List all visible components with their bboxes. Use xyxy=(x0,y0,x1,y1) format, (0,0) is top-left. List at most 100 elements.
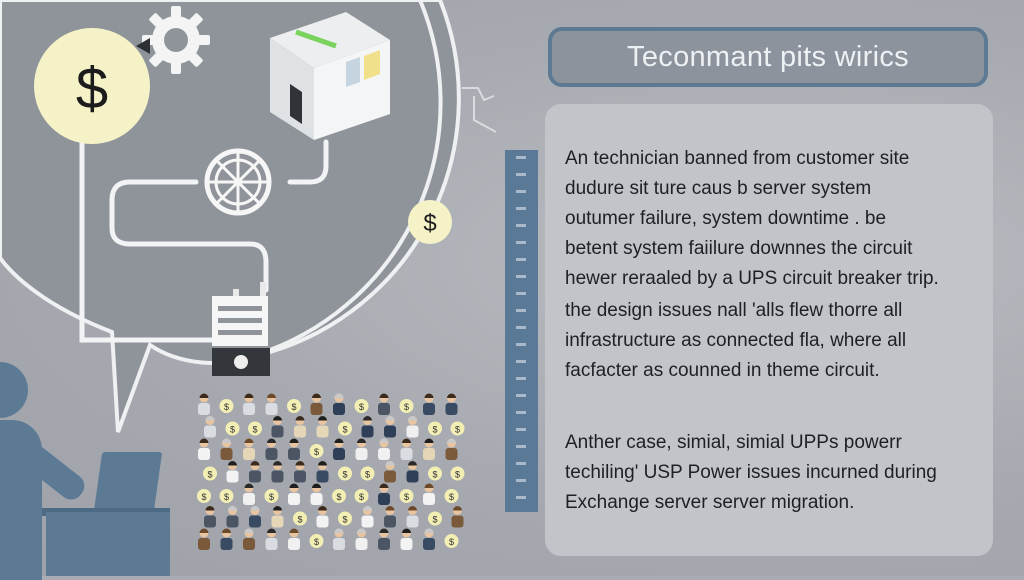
svg-text:$: $ xyxy=(449,492,454,502)
person-figure xyxy=(406,461,419,483)
coin-icon: $ xyxy=(264,489,279,503)
svg-text:$: $ xyxy=(336,492,341,502)
svg-text:$: $ xyxy=(230,425,235,435)
title-banner: Teconmant pits wirics xyxy=(548,27,988,87)
wire-glyph xyxy=(462,87,497,133)
svg-text:$: $ xyxy=(423,210,436,237)
coin-icon: $ xyxy=(399,489,414,503)
coin-icon: $ xyxy=(428,511,442,526)
connector-lines xyxy=(79,109,329,343)
svg-text:$: $ xyxy=(297,515,302,525)
coin-icon: $ xyxy=(354,399,369,413)
person-figure xyxy=(198,393,210,415)
vertical-scale-bar xyxy=(505,150,538,512)
person-figure xyxy=(288,528,300,550)
svg-text:$: $ xyxy=(455,470,460,480)
person-figure xyxy=(378,393,390,415)
coin-icon: $ xyxy=(219,489,234,503)
svg-text:$: $ xyxy=(224,492,229,502)
coin-icon: $ xyxy=(219,399,234,413)
person-figure xyxy=(226,506,239,528)
person-figure xyxy=(243,528,255,550)
person-figure xyxy=(288,438,300,460)
person-figure xyxy=(333,438,345,460)
coin-icon: $ xyxy=(444,534,459,548)
network-wheel-icon xyxy=(204,148,272,216)
person-figure xyxy=(271,416,284,438)
svg-text:$: $ xyxy=(342,515,347,525)
person-figure xyxy=(249,506,261,528)
svg-text:$: $ xyxy=(432,470,437,480)
person-figure xyxy=(384,506,396,528)
person-figure xyxy=(384,461,396,483)
coin-icon: $ xyxy=(338,421,352,436)
svg-text:$: $ xyxy=(291,402,296,412)
person-figure xyxy=(288,483,300,505)
person-figure xyxy=(243,438,255,460)
text-panel: An technician banned from customer site … xyxy=(545,104,993,556)
person-figure xyxy=(406,506,419,528)
person-figure xyxy=(445,438,458,460)
coin-icon: $ xyxy=(203,466,217,481)
person-figure xyxy=(361,416,374,438)
coin-icon: $ xyxy=(428,421,442,436)
svg-text:$: $ xyxy=(404,492,409,502)
person-figure xyxy=(249,461,261,483)
page-title: Teconmant pits wirics xyxy=(627,40,909,73)
person-figure xyxy=(445,393,458,415)
person-figure xyxy=(204,506,216,528)
paragraph-design-issues: the design issues nall 'alls flew thorre… xyxy=(565,300,907,381)
scale-ticks xyxy=(516,156,526,506)
svg-text:$: $ xyxy=(269,492,274,502)
coin-icon: $ xyxy=(338,466,352,481)
person-figure xyxy=(310,483,323,505)
svg-text:$: $ xyxy=(365,470,370,480)
person-figure xyxy=(316,506,329,528)
coin-icon: $ xyxy=(287,399,301,413)
coin-icon: $ xyxy=(309,534,324,548)
person-body xyxy=(0,420,42,580)
person-figure xyxy=(423,528,435,550)
coin-icon: $ xyxy=(444,489,459,503)
dollar-coin-icon: $ xyxy=(34,28,150,144)
svg-text:$: $ xyxy=(432,515,437,525)
svg-text:$: $ xyxy=(432,425,437,435)
person-figure xyxy=(294,461,306,483)
coin-icon: $ xyxy=(293,511,307,526)
person-figure xyxy=(294,416,306,438)
person-figure xyxy=(265,438,278,460)
person-figure xyxy=(265,393,278,415)
person-figure xyxy=(316,461,329,483)
server-building-icon xyxy=(270,12,390,140)
desk xyxy=(46,512,170,576)
svg-text:$: $ xyxy=(404,402,409,412)
person-figure xyxy=(355,528,368,550)
person-figure xyxy=(271,461,284,483)
person-figure xyxy=(423,483,435,505)
svg-text:$: $ xyxy=(314,447,319,457)
person-figure xyxy=(198,438,210,460)
person-figure xyxy=(378,438,390,460)
diagram-illustration: $ $ xyxy=(0,0,497,433)
person-figure xyxy=(406,416,419,438)
small-dollar-coin-icon: $ xyxy=(408,200,452,244)
person-figure xyxy=(220,528,233,550)
person-figure xyxy=(271,506,284,528)
person-figure xyxy=(400,528,413,550)
person-figure xyxy=(384,416,396,438)
coin-icon: $ xyxy=(428,466,442,481)
person-figure xyxy=(243,393,255,415)
person-figure xyxy=(378,528,390,550)
person-figure xyxy=(400,438,413,460)
svg-text:$: $ xyxy=(314,537,319,547)
person-figure xyxy=(243,483,255,505)
person-figure xyxy=(361,506,374,528)
svg-text:$: $ xyxy=(207,470,212,480)
person-figure xyxy=(333,393,345,415)
crowd-illustration: $$$$$$$$$$$$$$$$$$$$$$$$$$$ xyxy=(197,393,465,550)
coin-icon: $ xyxy=(399,399,414,413)
coin-icon: $ xyxy=(197,489,211,503)
svg-text:$: $ xyxy=(342,425,347,435)
paragraph-another-case: Anther case, simial, simial UPPs powerr … xyxy=(565,432,937,513)
person-figure xyxy=(378,483,390,505)
